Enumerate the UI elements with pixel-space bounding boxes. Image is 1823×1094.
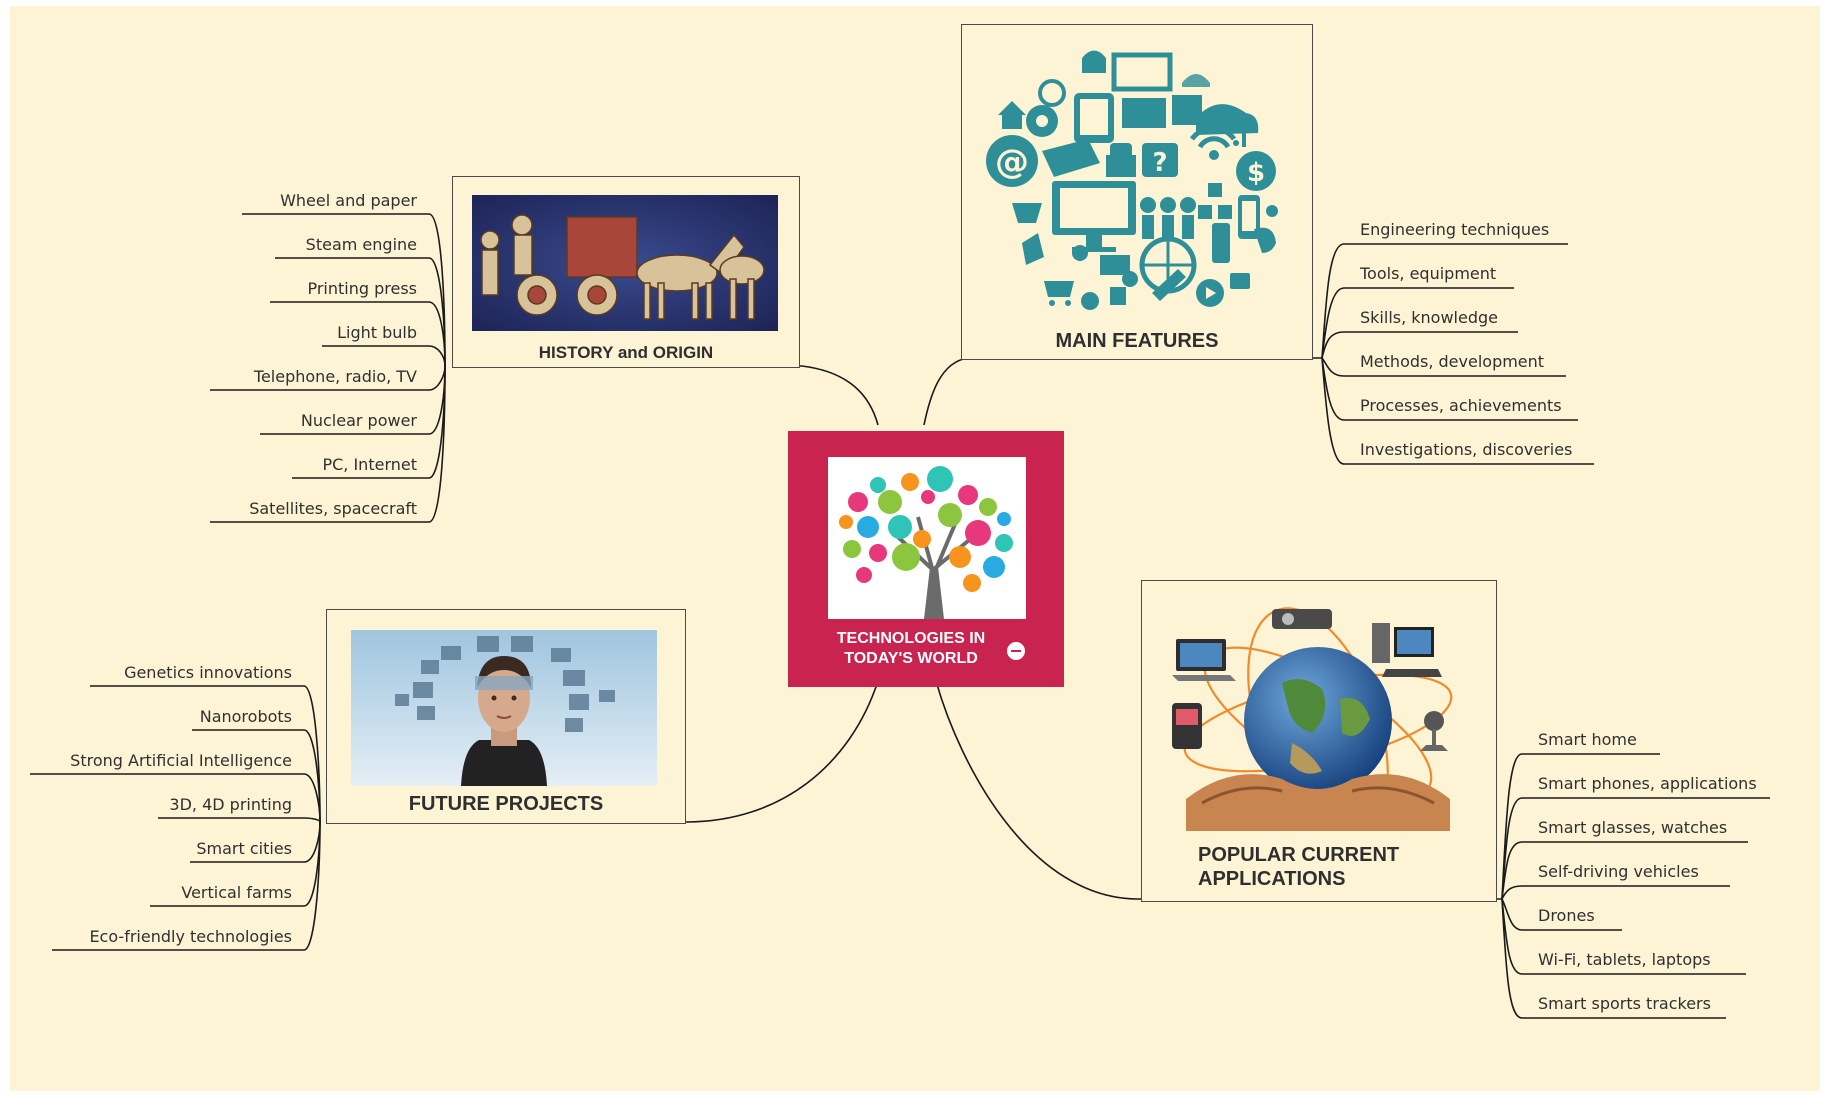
future-image <box>351 630 657 786</box>
applications-title: POPULAR CURRENT APPLICATIONS <box>1198 843 1496 891</box>
history-item-steam-engine[interactable]: Steam engine <box>305 235 417 254</box>
features-item-engineering[interactable]: Engineering techniques <box>1360 220 1550 239</box>
future-item-strong-ai[interactable]: Strong Artificial Intelligence <box>70 751 292 770</box>
applications-image <box>1172 603 1464 831</box>
applications-item-smart-home[interactable]: Smart home <box>1538 730 1637 749</box>
history-item-pc-internet[interactable]: PC, Internet <box>322 455 417 474</box>
future-item-genetics[interactable]: Genetics innovations <box>124 663 292 682</box>
central-topic[interactable]: TECHNOLOGIES IN TODAY'S WORLD <box>788 431 1064 687</box>
central-title: TECHNOLOGIES IN TODAY'S WORLD <box>816 629 1006 669</box>
note-icon[interactable] <box>1007 642 1025 660</box>
history-topic[interactable]: HISTORY and ORIGIN <box>452 176 800 368</box>
svg-text:?: ? <box>1152 148 1167 178</box>
applications-title-line2: APPLICATIONS <box>1198 868 1346 890</box>
future-topic[interactable]: FUTURE PROJECTS <box>326 609 686 824</box>
features-image: @ <box>982 43 1292 321</box>
features-item-processes[interactable]: Processes, achievements <box>1360 396 1562 415</box>
applications-item-sports-trackers[interactable]: Smart sports trackers <box>1538 994 1711 1013</box>
central-title-line2: TODAY'S WORLD <box>844 650 978 667</box>
svg-text:$: $ <box>1247 158 1265 188</box>
applications-title-line1: POPULAR CURRENT <box>1198 844 1400 866</box>
history-item-satellites-spacecraft[interactable]: Satellites, spacecraft <box>249 499 417 518</box>
history-item-printing-press[interactable]: Printing press <box>307 279 417 298</box>
features-item-tools[interactable]: Tools, equipment <box>1360 264 1497 283</box>
future-title: FUTURE PROJECTS <box>408 793 604 815</box>
features-topic[interactable]: @ <box>961 24 1313 360</box>
features-item-skills[interactable]: Skills, knowledge <box>1360 308 1498 327</box>
future-item-3d-4d-printing[interactable]: 3D, 4D printing <box>169 795 292 814</box>
applications-item-smart-glasses[interactable]: Smart glasses, watches <box>1538 818 1728 837</box>
features-title: MAIN FEATURES <box>1055 330 1219 352</box>
applications-topic[interactable]: POPULAR CURRENT APPLICATIONS <box>1141 580 1497 902</box>
features-item-methods[interactable]: Methods, development <box>1360 352 1545 371</box>
history-item-nuclear-power[interactable]: Nuclear power <box>300 411 417 430</box>
history-item-telephone-radio-tv[interactable]: Telephone, radio, TV <box>253 367 417 386</box>
central-title-line1: TECHNOLOGIES IN <box>836 630 986 647</box>
history-image <box>472 195 778 331</box>
applications-item-drones[interactable]: Drones <box>1538 906 1595 925</box>
applications-item-wifi[interactable]: Wi-Fi, tablets, laptops <box>1538 950 1711 969</box>
future-item-nanorobots[interactable]: Nanorobots <box>199 707 292 726</box>
mind-map-canvas: HISTORY and ORIGIN Wheel and paper Steam… <box>10 6 1820 1091</box>
applications-item-self-driving[interactable]: Self-driving vehicles <box>1538 862 1699 881</box>
future-item-vertical-farms[interactable]: Vertical farms <box>181 883 292 902</box>
future-item-eco-friendly[interactable]: Eco-friendly technologies <box>89 927 292 946</box>
history-item-light-bulb[interactable]: Light bulb <box>337 323 417 342</box>
features-item-investigations[interactable]: Investigations, discoveries <box>1360 440 1573 459</box>
history-item-wheel-paper[interactable]: Wheel and paper <box>280 191 417 210</box>
svg-text:@: @ <box>995 142 1029 182</box>
history-title: HISTORY and ORIGIN <box>538 343 714 362</box>
applications-item-smart-phones[interactable]: Smart phones, applications <box>1538 774 1757 793</box>
central-image <box>828 457 1026 619</box>
future-item-smart-cities[interactable]: Smart cities <box>196 839 292 858</box>
